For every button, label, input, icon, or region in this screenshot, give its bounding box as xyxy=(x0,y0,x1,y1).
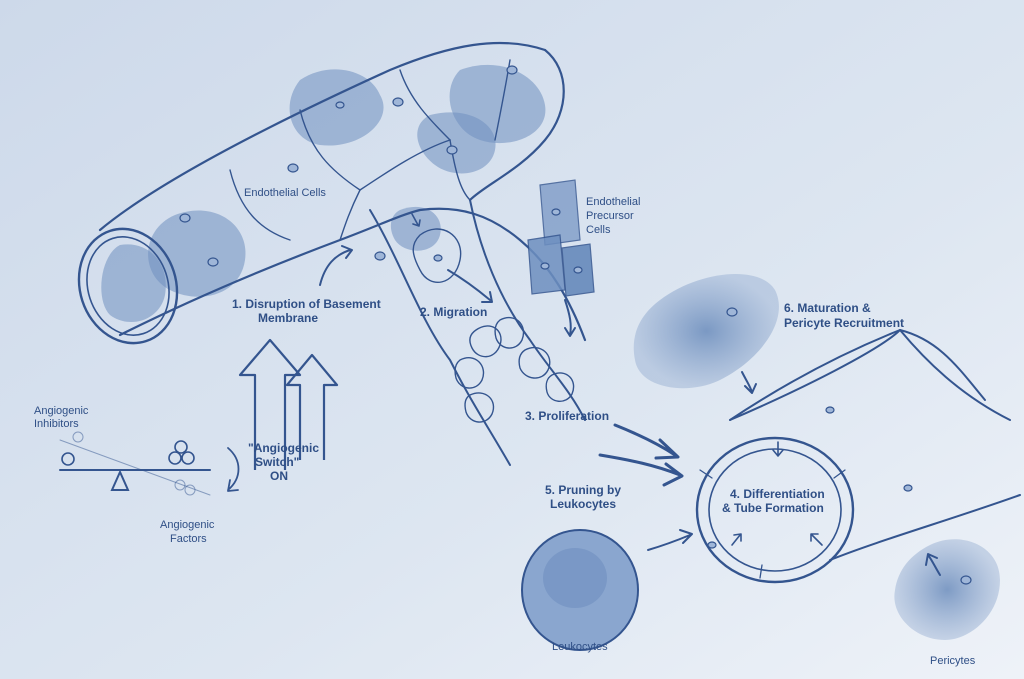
label-inhibitors-line2: Inhibitors xyxy=(34,418,79,430)
label-step1-line2: Membrane xyxy=(258,311,318,325)
label-precursor-3: Cells xyxy=(586,224,611,236)
cell-nucleus xyxy=(541,263,549,269)
label-step4-line2: & Tube Formation xyxy=(722,501,824,515)
cell-nucleus xyxy=(507,66,517,74)
label-precursor-2: Precursor xyxy=(586,210,634,222)
label-factors-line2: Factors xyxy=(170,533,207,545)
label-precursor-1: Endothelial xyxy=(586,196,640,208)
cell-nucleus xyxy=(961,576,971,584)
cell-nucleus xyxy=(375,252,385,260)
label-endothelial-cells: Endothelial Cells xyxy=(244,187,326,199)
label-step6-line1: 6. Maturation & xyxy=(784,301,871,315)
cell-nucleus xyxy=(288,164,298,172)
label-pericytes: Pericytes xyxy=(930,655,976,667)
label-inhibitors-line1: Angiogenic xyxy=(34,405,89,417)
cell-nucleus xyxy=(574,267,582,273)
label-factors-line1: Angiogenic xyxy=(160,519,215,531)
label-step2: 2. Migration xyxy=(420,305,487,319)
cell-nucleus xyxy=(826,407,834,413)
label-step3: 3. Proliferation xyxy=(525,409,609,423)
cell-nucleus xyxy=(904,485,912,491)
label-step5-line2: Leukocytes xyxy=(550,497,616,511)
label-switch-line3: ON xyxy=(270,469,288,483)
label-step6-line2: Pericyte Recruitment xyxy=(784,316,904,330)
cell-nucleus xyxy=(552,209,560,215)
cell-nucleus xyxy=(447,146,457,154)
label-step5-line1: 5. Pruning by xyxy=(545,483,621,497)
cell-nucleus xyxy=(208,258,218,266)
cell-nucleus xyxy=(336,102,344,108)
cell-nucleus xyxy=(708,542,716,548)
cell-nucleus xyxy=(727,308,737,316)
cell-nucleus xyxy=(393,98,403,106)
label-step1-line1: 1. Disruption of Basement xyxy=(232,297,381,311)
cell-nucleus xyxy=(434,255,442,261)
label-leukocytes: Leukocytes xyxy=(552,641,608,653)
label-switch-line2: Switch" xyxy=(255,455,299,469)
label-step4-line1: 4. Differentiation xyxy=(730,487,825,501)
leukocyte-nucleus xyxy=(543,548,607,608)
cell-nucleus xyxy=(180,214,190,222)
label-switch-line1: "Angiogenic xyxy=(248,441,319,455)
